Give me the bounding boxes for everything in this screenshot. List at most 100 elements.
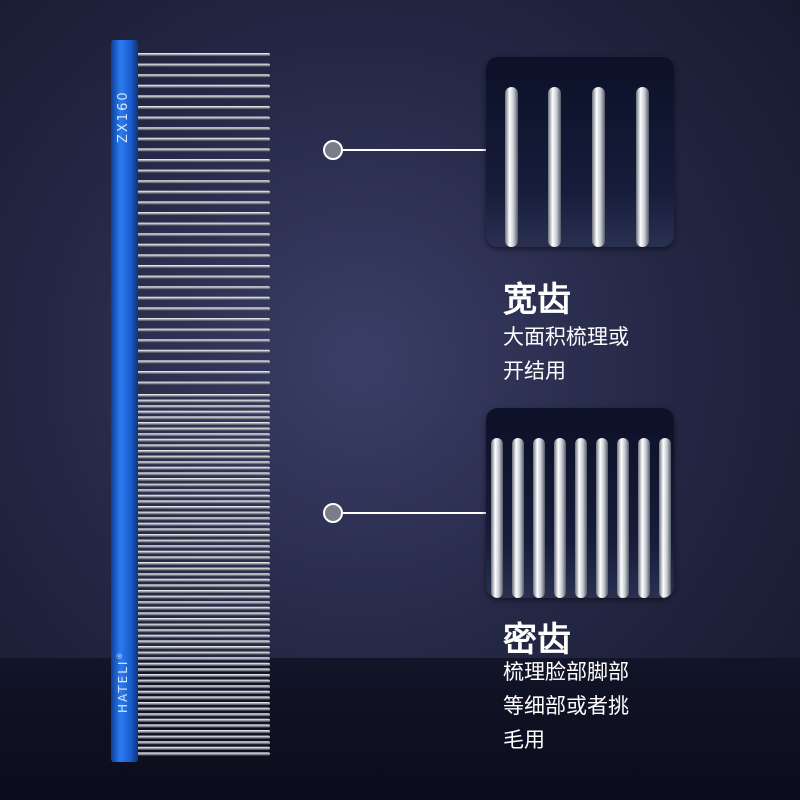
comb-tine — [136, 746, 270, 750]
comb-tine — [136, 190, 270, 194]
comb-tines — [136, 53, 270, 756]
comb-tine — [136, 201, 270, 205]
comb-tine — [136, 381, 270, 385]
comb-tine — [136, 233, 270, 237]
comb-tine — [136, 307, 270, 311]
comb-spine — [111, 40, 138, 762]
comb-tine — [136, 254, 270, 258]
comb-tine — [136, 679, 270, 683]
comb-tine — [136, 685, 270, 689]
comb-tine — [136, 578, 270, 582]
comb-tine — [136, 713, 270, 717]
comb-tine — [136, 489, 270, 493]
comb-tine — [136, 212, 270, 216]
closeup-tine — [575, 438, 587, 598]
feature-description-wide: 大面积梳理或 开结用 — [503, 325, 629, 383]
trademark-symbol: ® — [116, 650, 124, 660]
feature-description-fine: 梳理脸部脚部 等细部或者挑 毛用 — [503, 660, 629, 752]
comb-tine — [136, 674, 270, 678]
feature-title-wide: 宽齿 — [503, 280, 571, 320]
comb-tine — [136, 634, 270, 638]
comb-tine — [136, 517, 270, 521]
comb-tine — [136, 590, 270, 594]
comb-tine — [136, 169, 270, 173]
comb-tine — [136, 466, 270, 470]
comb-tine — [136, 612, 270, 616]
callout-line-wide — [343, 149, 487, 151]
wide-teeth-closeup — [486, 57, 674, 247]
comb-tine — [136, 148, 270, 152]
comb-tine — [136, 410, 270, 414]
closeup-tine — [638, 438, 650, 598]
callout-dot-wide — [323, 140, 343, 160]
comb-tine — [136, 63, 270, 67]
comb-tine — [136, 74, 270, 78]
comb-tine — [136, 399, 270, 403]
comb-tine — [136, 116, 270, 120]
closeup-tine — [512, 438, 524, 598]
comb-tine — [136, 752, 270, 756]
comb-tine — [136, 511, 270, 515]
callout-dot-fine — [323, 503, 343, 523]
comb-brand-label: HATELI® — [116, 651, 130, 713]
closeup-tine — [548, 87, 561, 247]
closeup-tine — [533, 438, 545, 598]
comb-tine — [136, 662, 270, 666]
comb-tine — [136, 371, 270, 375]
comb-tine — [136, 483, 270, 487]
comb-tine — [136, 478, 270, 482]
comb-tine — [136, 265, 270, 269]
comb-tine — [136, 623, 270, 627]
comb-tine — [136, 707, 270, 711]
comb-tine — [136, 394, 270, 398]
closeup-tine — [592, 87, 605, 247]
comb-tine — [136, 702, 270, 706]
comb-tine — [136, 522, 270, 526]
comb-tine — [136, 690, 270, 694]
callout-line-fine — [343, 512, 487, 514]
comb-tine — [136, 349, 270, 353]
comb-tine — [136, 95, 270, 99]
closeup-tine — [596, 438, 608, 598]
comb-tine — [136, 550, 270, 554]
closeup-tine — [491, 438, 503, 598]
comb-tine — [136, 528, 270, 532]
comb-tine — [136, 444, 270, 448]
comb-tine — [136, 137, 270, 141]
comb-tine — [136, 422, 270, 426]
comb-tine — [136, 286, 270, 290]
comb-tine — [136, 222, 270, 226]
comb-tine — [136, 606, 270, 610]
comb-tine — [136, 461, 270, 465]
comb-tine — [136, 735, 270, 739]
comb-tine — [136, 646, 270, 650]
comb-tine — [136, 339, 270, 343]
comb-tine — [136, 296, 270, 300]
comb-tine — [136, 718, 270, 722]
comb-tine — [136, 84, 270, 88]
closeup-tine — [554, 438, 566, 598]
closeup-tine — [505, 87, 518, 247]
fine-teeth-closeup — [486, 408, 674, 598]
comb-tine — [136, 328, 270, 332]
closeup-tine — [636, 87, 649, 247]
comb-tine — [136, 562, 270, 566]
comb-tine — [136, 275, 270, 279]
comb-tine — [136, 416, 270, 420]
feature-title-fine: 密齿 — [503, 620, 571, 660]
comb-tine — [136, 629, 270, 633]
comb-tine — [136, 438, 270, 442]
comb-tine — [136, 640, 270, 644]
comb-tine — [136, 53, 270, 57]
comb-tine — [136, 494, 270, 498]
closeup-tine — [659, 438, 671, 598]
comb-tine — [136, 545, 270, 549]
comb-tine — [136, 405, 270, 409]
comb-tine — [136, 696, 270, 700]
comb-tine — [136, 534, 270, 538]
closeup-tine — [617, 438, 629, 598]
comb-tine — [136, 450, 270, 454]
comb-tine — [136, 159, 270, 163]
comb-tine — [136, 500, 270, 504]
comb-tine — [136, 651, 270, 655]
